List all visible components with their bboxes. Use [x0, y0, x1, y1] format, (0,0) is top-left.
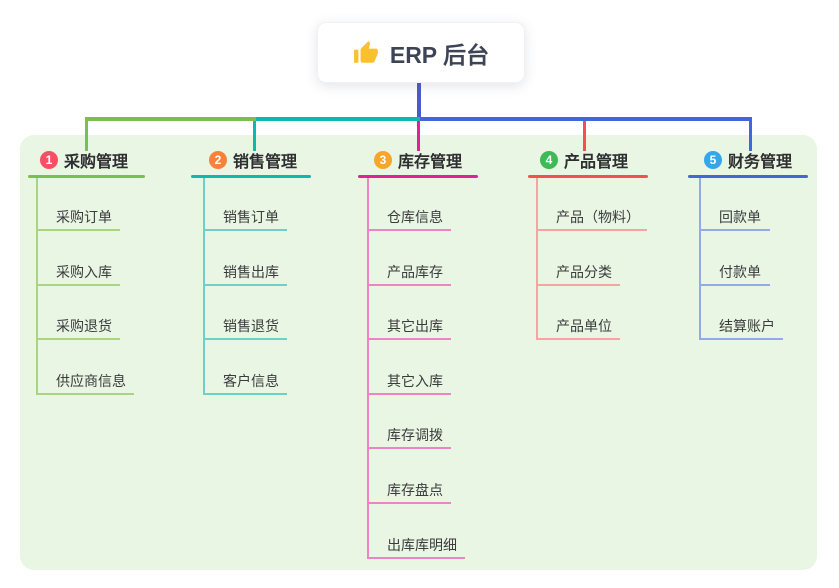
branch-number-badge: 1	[40, 151, 58, 169]
rail-segment-3	[420, 117, 752, 121]
child-label: 库存盘点	[387, 482, 443, 498]
branch-label: 采购管理	[64, 154, 129, 171]
child-label: 供应商信息	[56, 373, 126, 389]
branch-drop-line-1	[85, 117, 88, 151]
child-label: 结算账户	[719, 318, 775, 334]
root-label: ERP 后台	[389, 41, 490, 68]
root-connector-line	[417, 81, 421, 121]
branch-underline	[358, 175, 478, 178]
child-node[interactable]: 出库库明细	[367, 532, 465, 559]
branch-drop-line-2	[253, 121, 256, 151]
child-label: 采购订单	[56, 209, 112, 225]
branch-trunk-line	[36, 178, 38, 395]
branch-number-badge: 4	[540, 151, 558, 169]
child-node[interactable]: 付款单	[699, 259, 770, 286]
branch-trunk-line	[699, 178, 701, 340]
child-label: 其它出库	[387, 318, 443, 334]
rail-segment-2	[256, 117, 420, 121]
child-node[interactable]: 其它出库	[367, 313, 451, 340]
branch-node-2[interactable]: 2 销售管理	[209, 149, 297, 171]
child-label: 产品分类	[556, 264, 612, 280]
child-node[interactable]: 结算账户	[699, 313, 783, 340]
child-label: 销售退货	[223, 318, 279, 334]
child-label: 产品库存	[387, 264, 443, 280]
child-node[interactable]: 供应商信息	[36, 368, 134, 395]
branch-trunk-line	[367, 178, 369, 559]
child-label: 其它入库	[387, 373, 443, 389]
branch-underline	[528, 175, 648, 178]
child-label: 采购入库	[56, 264, 112, 280]
branch-node-3[interactable]: 3 库存管理	[374, 149, 462, 171]
branch-number-badge: 5	[704, 151, 722, 169]
child-node[interactable]: 库存盘点	[367, 477, 451, 504]
child-node[interactable]: 产品库存	[367, 259, 451, 286]
child-node[interactable]: 销售退货	[203, 313, 287, 340]
child-label: 客户信息	[223, 373, 279, 389]
thumbs-up-icon	[353, 40, 379, 66]
branch-number-badge: 2	[209, 151, 227, 169]
child-label: 付款单	[719, 264, 761, 280]
child-node[interactable]: 采购订单	[36, 204, 120, 231]
root-node[interactable]: ERP 后台	[317, 22, 525, 83]
child-node[interactable]: 销售订单	[203, 204, 287, 231]
branch-underline	[191, 175, 311, 178]
child-label: 出库库明细	[387, 537, 457, 553]
branch-label: 销售管理	[233, 154, 298, 171]
child-label: 采购退货	[56, 318, 112, 334]
child-label: 销售出库	[223, 264, 279, 280]
branch-drop-line-3	[417, 121, 420, 151]
branch-number-badge: 3	[374, 151, 392, 169]
child-node[interactable]: 客户信息	[203, 368, 287, 395]
rail-segment-1	[85, 117, 256, 121]
branch-underline	[688, 175, 808, 178]
child-node[interactable]: 采购入库	[36, 259, 120, 286]
branch-drop-line-5	[749, 117, 752, 151]
branch-node-5[interactable]: 5 财务管理	[704, 149, 792, 171]
child-node[interactable]: 产品（物料）	[536, 204, 647, 231]
child-label: 产品（物料）	[556, 209, 640, 225]
child-label: 销售订单	[223, 209, 279, 225]
child-node[interactable]: 其它入库	[367, 368, 451, 395]
child-label: 产品单位	[556, 318, 612, 334]
child-label: 库存调拨	[387, 427, 443, 443]
child-node[interactable]: 仓库信息	[367, 204, 451, 231]
branch-node-4[interactable]: 4 产品管理	[540, 149, 628, 171]
branch-drop-line-4	[583, 121, 586, 151]
child-node[interactable]: 采购退货	[36, 313, 120, 340]
branch-trunk-line	[203, 178, 205, 395]
child-node[interactable]: 库存调拨	[367, 422, 451, 449]
branch-node-1[interactable]: 1 采购管理	[40, 149, 128, 171]
branch-trunk-line	[536, 178, 538, 340]
child-label: 回款单	[719, 209, 761, 225]
child-node[interactable]: 产品单位	[536, 313, 620, 340]
child-node[interactable]: 产品分类	[536, 259, 620, 286]
branch-label: 库存管理	[398, 154, 463, 171]
branch-underline	[28, 175, 145, 178]
branch-label: 产品管理	[564, 154, 629, 171]
child-node[interactable]: 销售出库	[203, 259, 287, 286]
branch-label: 财务管理	[728, 154, 793, 171]
child-label: 仓库信息	[387, 209, 443, 225]
child-node[interactable]: 回款单	[699, 204, 770, 231]
mindmap-panel	[20, 135, 817, 570]
